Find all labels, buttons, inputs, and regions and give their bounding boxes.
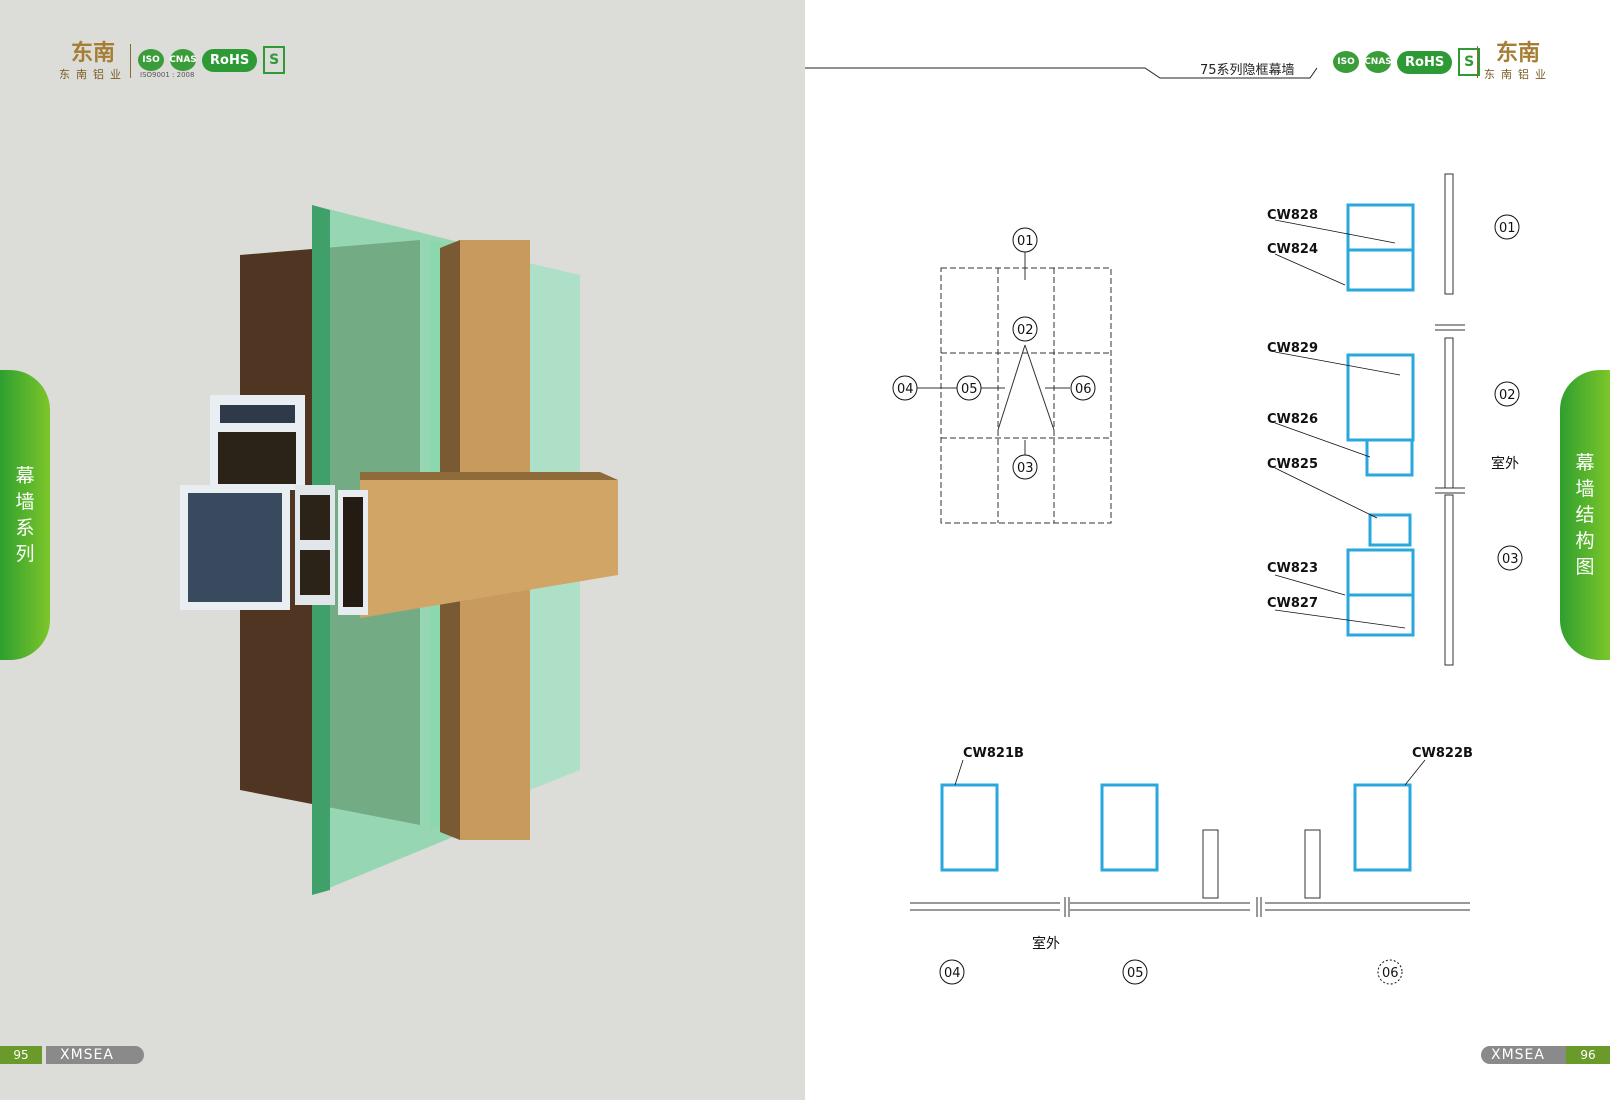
grid-label-01: 01: [1017, 234, 1034, 249]
right-side-tab: 幕 墙 结 构 图: [1560, 370, 1610, 660]
side-tab-char: 幕: [1575, 452, 1595, 474]
iso-text: ISO9001 : 2008: [140, 71, 195, 79]
cert-iso-icon: ISO: [1333, 51, 1359, 73]
rohs-badge: RoHS: [202, 48, 258, 72]
logo-name: 东南铝业: [1484, 68, 1552, 81]
header-title: 75系列隐框幕墙: [1200, 63, 1295, 78]
vertical-section-glass: [1435, 173, 1465, 666]
header-line: [805, 67, 1318, 79]
s-mark-icon: S: [1458, 48, 1481, 76]
exterior-label: 室外: [1491, 455, 1519, 472]
footer-brand-left: XMSEA: [46, 1046, 144, 1064]
part-code: CW828: [1267, 208, 1318, 223]
left-page: 东南 东南铝业 ISO CNAS RoHS S ISO9001 : 2008: [0, 0, 805, 1100]
side-tab-char: 系: [15, 517, 35, 539]
logo-mark: 东南: [70, 41, 115, 66]
cert-cnas-icon: CNAS: [1364, 51, 1392, 73]
section-label-02: 02: [1499, 388, 1516, 403]
horizontal-section-markers: 室外 04 05 06: [939, 935, 1403, 985]
grid-label-05: 05: [961, 382, 978, 397]
horizontal-transom: [360, 480, 618, 618]
part-code: CW824: [1267, 242, 1318, 257]
logo-mark: 东南: [1495, 41, 1540, 66]
footer-brand-right: XMSEA: [1481, 1046, 1571, 1064]
part-code: CW825: [1267, 457, 1318, 472]
brand-logo: 东南 东南铝业: [56, 42, 130, 82]
side-tab-char: 墙: [1575, 478, 1595, 500]
section-markers: 01 02 03 室外: [1491, 214, 1523, 571]
profile-cavity: [188, 493, 282, 602]
section-label-05: 05: [1127, 966, 1144, 981]
s-mark-icon: S: [263, 46, 286, 74]
vertical-section: [1346, 203, 1415, 637]
grid-label-06: 06: [1075, 382, 1092, 397]
grid-label-02: 02: [1017, 323, 1034, 338]
side-tab-char: 构: [1575, 530, 1595, 552]
grid-markers: 01 02 03 04 05 06: [892, 227, 1096, 480]
rohs-badge: RoHS: [1397, 50, 1453, 74]
section-label-04: 04: [944, 966, 961, 981]
section-label-06: 06: [1382, 966, 1399, 981]
part-leaders: [1274, 219, 1406, 629]
grid-label-03: 03: [1017, 461, 1034, 476]
logo-divider: [1477, 46, 1478, 78]
part-code: CW822B: [1412, 746, 1473, 761]
right-page: 75系列隐框幕墙 ISO CNAS RoHS S 东南 东南铝业 01 02: [805, 0, 1610, 1100]
elevation-grid: [917, 252, 1112, 524]
page-number-left: 95: [0, 1046, 42, 1064]
side-tab-char: 墙: [15, 491, 35, 513]
part-codes: CW828 CW824 CW829 CW826 CW825 CW823 CW82…: [1267, 208, 1318, 611]
left-side-tab: 幕 墙 系 列: [0, 370, 50, 660]
cert-iso-icon: ISO: [138, 49, 164, 71]
part-code: CW826: [1267, 412, 1318, 427]
cert-cnas-icon: CNAS: [169, 49, 197, 71]
page-number-right: 96: [1566, 1046, 1610, 1064]
section-label-03: 03: [1502, 552, 1519, 567]
part-code: CW829: [1267, 341, 1318, 356]
logo-name: 东南铝业: [59, 68, 127, 81]
logo-divider: [130, 44, 131, 78]
structure-drawings: 01 02 03 04 05 06: [892, 173, 1523, 985]
horizontal-sections: [940, 783, 1412, 872]
horizontal-sections-base: [910, 829, 1470, 917]
brand-logo-right: 东南 东南铝业: [1481, 42, 1555, 82]
section-label-01: 01: [1499, 221, 1516, 236]
curtain-wall-render: [180, 205, 618, 895]
part-code: CW821B: [963, 746, 1024, 761]
part-code: CW827: [1267, 596, 1318, 611]
side-tab-char: 结: [1575, 504, 1595, 526]
horizontal-part-codes: CW821B CW822B: [954, 746, 1473, 786]
side-tab-char: 图: [1575, 556, 1595, 578]
transom-top: [360, 472, 618, 480]
exterior-label: 室外: [1032, 935, 1060, 952]
side-tab-char: 列: [15, 543, 35, 565]
cert-badges-right: ISO CNAS RoHS S: [1333, 48, 1481, 76]
part-code: CW823: [1267, 561, 1318, 576]
side-tab-char: 幕: [15, 465, 35, 487]
grid-label-04: 04: [897, 382, 914, 397]
cert-badges: ISO CNAS RoHS S: [138, 46, 286, 74]
